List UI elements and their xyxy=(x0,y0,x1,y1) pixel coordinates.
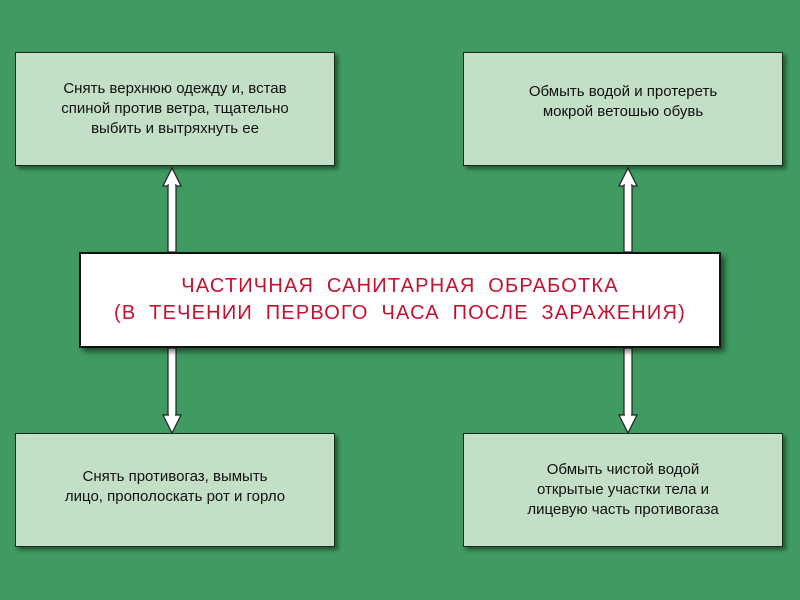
central-title-line-1: ЧАСТИЧНАЯ САНИТАРНАЯ ОБРАБОТКА xyxy=(181,275,619,297)
central-title-line-2: (В ТЕЧЕНИИ ПЕРВОГО ЧАСА ПОСЛЕ ЗАРАЖЕНИЯ) xyxy=(114,302,686,324)
arrow-to-top-left xyxy=(162,166,182,253)
step-box-top-right: Обмыть водой и протереть мокрой ветошью … xyxy=(463,52,783,166)
arrow-to-top-right xyxy=(618,166,638,253)
central-title-box: ЧАСТИЧНАЯ САНИТАРНАЯ ОБРАБОТКА (В ТЕЧЕНИ… xyxy=(79,252,721,348)
arrow-to-bottom-left xyxy=(162,347,182,435)
step-text-bottom-left: Снять противогаз, вымыть лицо, прополоск… xyxy=(64,468,286,505)
step-box-bottom-left: Снять противогаз, вымыть лицо, прополоск… xyxy=(15,433,335,547)
step-text-top-left: Снять верхнюю одежду и, встав спиной про… xyxy=(61,80,289,137)
arrow-to-bottom-right xyxy=(618,347,638,435)
step-box-top-left: Снять верхнюю одежду и, встав спиной про… xyxy=(15,52,335,166)
step-box-bottom-right: Обмыть чистой водой открытые участки тел… xyxy=(463,433,783,547)
step-text-bottom-right: Обмыть чистой водой открытые участки тел… xyxy=(527,461,719,518)
step-text-top-right: Обмыть водой и протереть мокрой ветошью … xyxy=(528,83,718,120)
